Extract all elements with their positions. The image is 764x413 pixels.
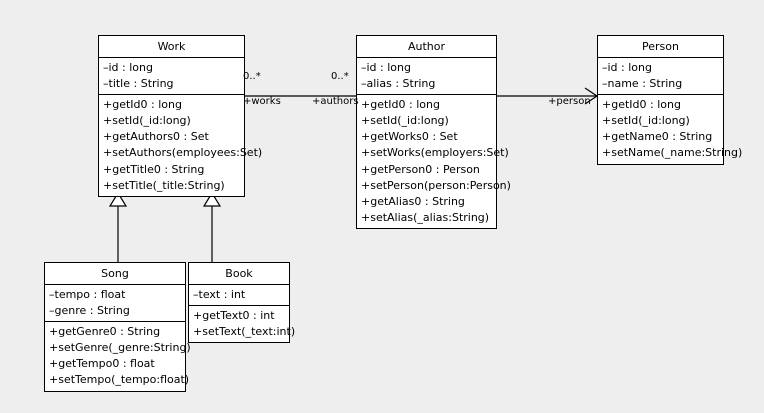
operation: +setTempo(_tempo:float) [49,373,190,387]
operation: +setText(_text:int) [193,325,296,339]
class-attributes-work: –id : long –title : String [99,58,244,96]
attribute: –id : long [602,61,652,74]
class-box-book[interactable]: Book –text : int +getText0 : int +setTex… [188,262,296,344]
role-works: +works [243,96,281,107]
operation: +getPerson0 : Person [361,162,480,176]
multiplicity-author-side: 0..* [331,71,349,82]
role-person: +person [548,96,591,107]
operation: +getGenre0 : String [49,325,161,339]
operation: +getWorks0 : Set [361,130,458,144]
operation: +setId(_id:long) [103,114,191,128]
class-box-person[interactable]: Person –id : long –name : String +getId0… [597,35,743,165]
operation: +getId0 : long [602,98,681,112]
class-attributes-author: –id : long –alias : String [357,58,496,96]
operation: +setId(_id:long) [602,114,690,128]
class-attributes-song: –tempo : float –genre : String [45,285,185,323]
multiplicity-work-side: 0..* [243,71,261,82]
attribute: –alias : String [361,77,436,91]
operation: +setGenre(_genre:String) [49,341,191,355]
operation: +setId(_id:long) [361,114,449,128]
attribute: –name : String [602,77,683,91]
operation: +getId0 : long [361,98,440,112]
operation: +getText0 : int [193,309,275,323]
class-operations-person: +getId0 : long +setId(_id:long) +getName… [598,95,743,163]
operation: +setAlias(_alias:String) [361,210,490,224]
operation: +getTempo0 : float [49,357,155,371]
attribute: –tempo : float [49,288,126,301]
role-authors: +authors [312,96,359,107]
operation: +setAuthors(employees:Set) [103,146,263,160]
operation: +getId0 : long [103,98,182,112]
attribute: –id : long [361,61,411,74]
attribute: –id : long [103,61,153,74]
class-box-work[interactable]: Work –id : long –title : String +getId0 … [98,35,263,197]
class-operations-author: +getId0 : long +setId(_id:long) +getWork… [357,95,511,228]
operation: +setName(_name:String) [602,146,743,160]
operation: +setWorks(employers:Set) [361,146,509,160]
attribute: –title : String [103,77,174,91]
operation: +getAlias0 : String [361,194,465,208]
class-box-author[interactable]: Author –id : long –alias : String +getId… [356,35,511,229]
class-name-song: Song [45,263,185,285]
class-operations-work: +getId0 : long +setId(_id:long) +getAuth… [99,95,263,196]
class-box-song[interactable]: Song –tempo : float –genre : String +get… [44,262,191,392]
class-attributes-person: –id : long –name : String [598,58,723,96]
class-name-person: Person [598,36,723,58]
operation: +getName0 : String [602,130,713,144]
class-name-work: Work [99,36,244,58]
operation: +getAuthors0 : Set [103,130,209,144]
attribute: –text : int [193,288,246,301]
class-name-author: Author [357,36,496,58]
attribute: –genre : String [49,304,130,318]
class-name-book: Book [189,263,289,285]
class-operations-book: +getText0 : int +setText(_text:int) [189,306,296,342]
operation: +getTitle0 : String [103,162,205,176]
operation: +setPerson(person:Person) [361,178,511,192]
operation: +setTitle(_title:String) [103,178,225,192]
class-operations-song: +getGenre0 : String +setGenre(_genre:Str… [45,322,191,390]
class-attributes-book: –text : int [189,285,289,307]
